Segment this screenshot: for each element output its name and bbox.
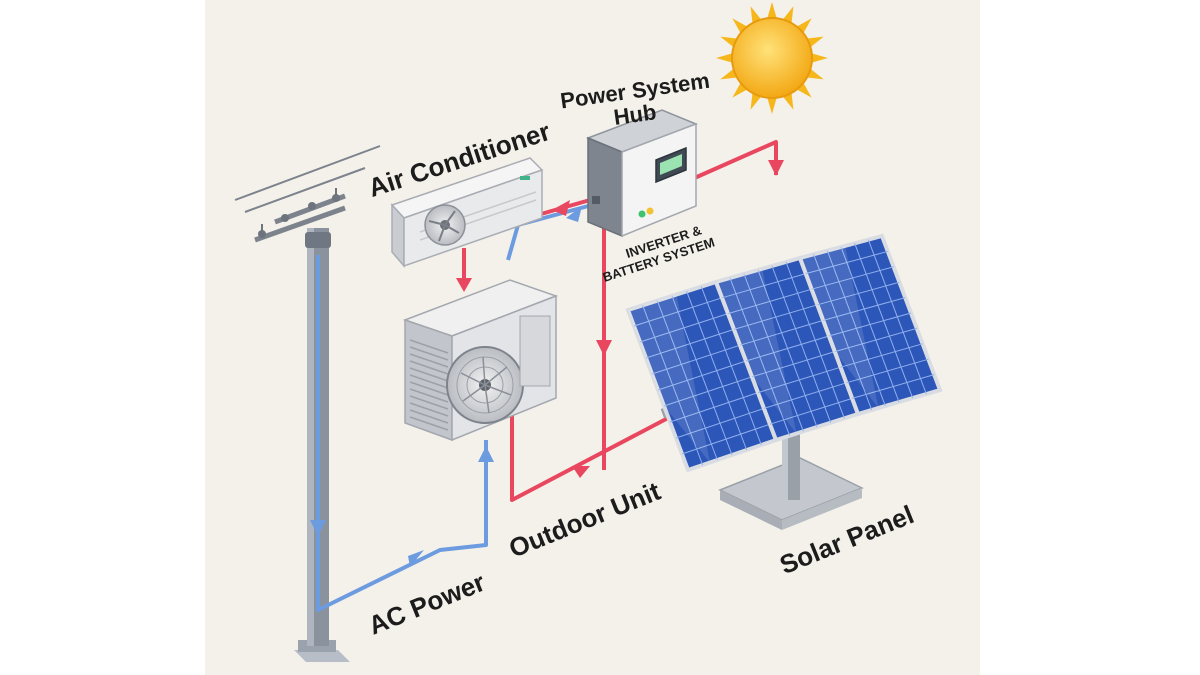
ac-power-flow — [310, 203, 593, 612]
panel-cell-line — [846, 358, 929, 384]
ac-power-line — [316, 255, 488, 612]
outdoor-ac-unit-icon — [402, 279, 559, 442]
panel-cell-line — [745, 335, 830, 362]
panel-cell-line — [657, 360, 747, 391]
grill-slat — [409, 395, 449, 410]
grill-slat — [409, 388, 449, 403]
panel-glare — [628, 294, 710, 463]
hub-down-arrow — [596, 340, 612, 356]
panel-cell-line — [840, 343, 923, 368]
panel-cell-line — [727, 288, 812, 315]
panel-cell-line — [828, 312, 912, 337]
panel-cell-line — [681, 423, 771, 455]
panel-cell-line — [663, 376, 753, 407]
ac-power-arrow-down — [310, 520, 326, 536]
outdoor-feed-arrow — [572, 466, 590, 478]
sun-ray — [716, 52, 735, 64]
panel-cell-line — [639, 313, 729, 343]
grill-slat — [409, 402, 449, 417]
panel-cell-line — [739, 319, 824, 346]
panel-cell-line — [834, 327, 917, 353]
grill-slat — [409, 346, 449, 361]
panel-cell-line — [811, 266, 894, 290]
hub-to-indoor-red-arrow — [552, 200, 570, 216]
grill-slat — [409, 409, 449, 424]
panel-cell-line — [651, 344, 741, 375]
indoor-ac-unit-icon — [390, 157, 544, 269]
label-hub-line2: Hub — [612, 99, 658, 130]
panel-cell-line — [645, 328, 735, 359]
grill-slat — [409, 416, 449, 431]
panel-cell-line — [633, 297, 723, 327]
panel-cell-line — [769, 397, 853, 425]
panel-glare — [800, 245, 879, 408]
sun-ray — [809, 52, 828, 64]
sun-ray — [766, 95, 778, 114]
grill-slat — [409, 339, 449, 354]
panel-cell-line — [817, 281, 900, 306]
grill-slat — [409, 353, 449, 368]
panel-cell-line — [823, 297, 906, 321]
panel-cell-line — [763, 382, 847, 409]
grill-slat — [409, 381, 449, 396]
sun-ray — [766, 2, 778, 21]
panel-glare — [716, 268, 797, 434]
grill-slat — [409, 360, 449, 375]
ac-power-arrow-right — [408, 550, 424, 567]
panel-cell-line — [721, 273, 806, 299]
panel-cell-line — [751, 351, 835, 378]
panel-cell-line — [805, 250, 888, 275]
sun-icon — [716, 2, 828, 114]
grill-slat — [409, 374, 449, 389]
panel-cell-line — [675, 407, 765, 439]
ac-power-arrow-up — [478, 446, 494, 462]
sun-down-arrow — [768, 160, 784, 176]
panel-cell-line — [669, 392, 759, 423]
panel-cell-line — [852, 374, 935, 399]
solar-panel-icon — [625, 233, 943, 530]
panel-cell-line — [733, 304, 818, 330]
outdoor-unit-feed-line — [510, 410, 669, 502]
inverter-hub-icon — [585, 109, 699, 238]
hub-to-indoor-blue-arrow — [566, 206, 582, 222]
panel-cell-line — [757, 366, 841, 394]
grill-slat — [409, 367, 449, 382]
indoor-to-outdoor-arrow — [456, 278, 472, 292]
